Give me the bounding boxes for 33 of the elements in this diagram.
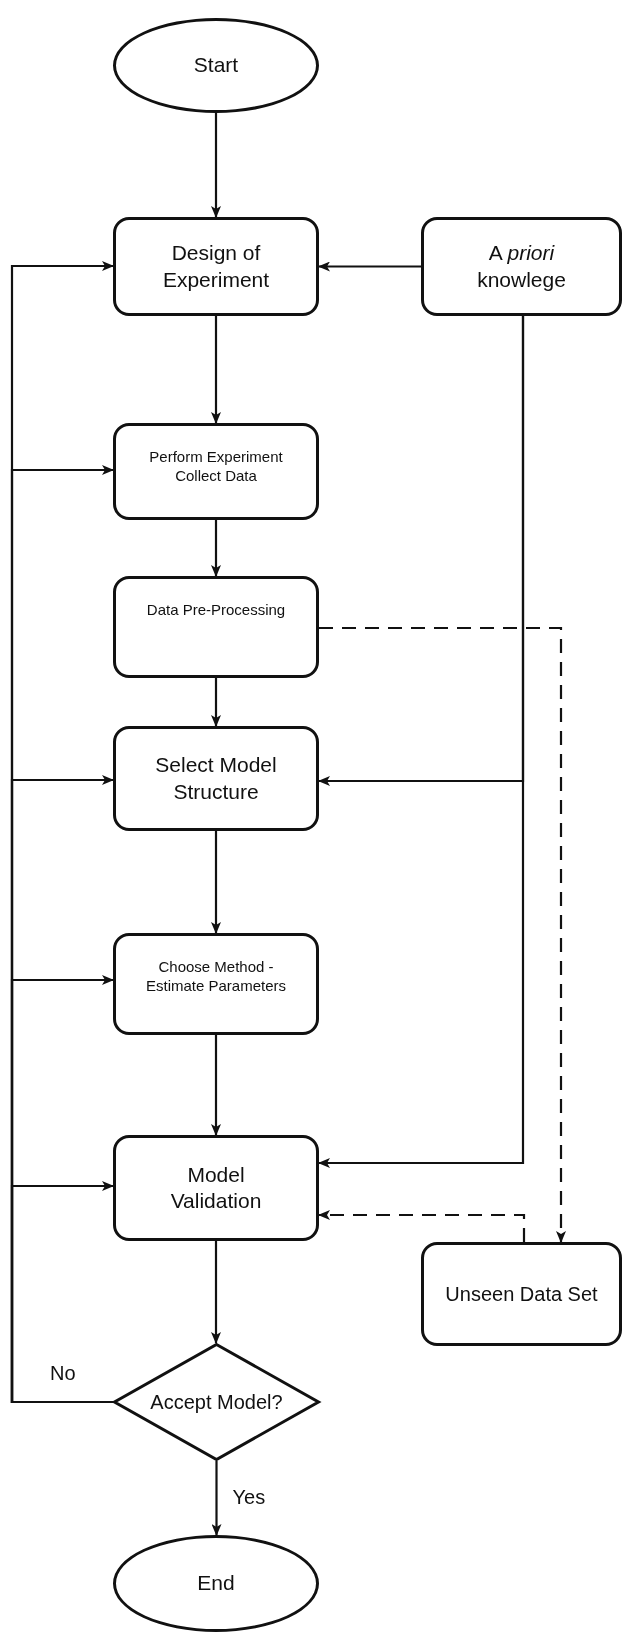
dashed-arrow [319, 626, 566, 1243]
arrow [211, 831, 221, 934]
dashed-arrow [318, 1210, 526, 1242]
arrow [10, 1181, 114, 1404]
node-text: A priori knowlege [476, 240, 567, 293]
process-box [113, 217, 319, 316]
node-text: Unseen Data Set [445, 1281, 598, 1307]
process-box [421, 1242, 622, 1346]
node-text: Design of Experiment [161, 240, 271, 293]
arrow [211, 316, 221, 424]
node-text: Data Pre-Processing [146, 601, 286, 620]
arrow [211, 113, 221, 218]
process-box [113, 423, 319, 520]
arrow [211, 1241, 221, 1344]
process-box [113, 933, 319, 1035]
decision-diamond [113, 1343, 320, 1461]
node-text: Model Validation [169, 1161, 263, 1214]
node-text: Accept Model? [150, 1389, 283, 1415]
arrow [211, 678, 221, 727]
arrow [211, 1461, 222, 1536]
process-box [113, 726, 319, 831]
arrow [318, 316, 525, 1168]
process-box [421, 217, 622, 316]
node-text: End [197, 1570, 235, 1597]
arrow [211, 1035, 221, 1136]
arrow [211, 520, 221, 577]
process-box [113, 1135, 319, 1241]
node-text: Start [193, 52, 239, 79]
arrow [318, 261, 421, 272]
node-text: Perform Experiment Collect Data [148, 448, 284, 486]
node-text: Choose Method - Estimate Parameters [144, 958, 287, 996]
node-text: Select Model Structure [154, 752, 278, 805]
process-box [113, 576, 319, 678]
